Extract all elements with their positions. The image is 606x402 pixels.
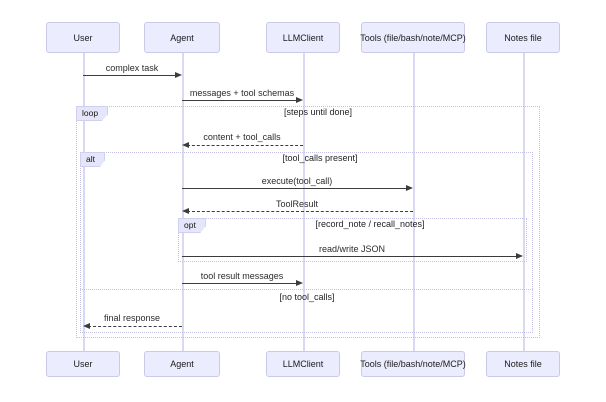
message-label-read-write-json: read/write JSON <box>318 244 386 254</box>
message-label-execute-tool-call: execute(tool_call) <box>261 176 333 186</box>
message-label-complex-task: complex task <box>105 63 159 73</box>
arrowhead <box>516 253 523 259</box>
fragment-loop: loop <box>76 106 540 338</box>
fragment-opt-condition: [record_note / recall_notes] <box>315 219 425 229</box>
participant-tools-top: Tools (file/bash/note/MCP) <box>360 22 466 53</box>
message-arrow <box>182 100 299 101</box>
message-arrow <box>182 188 409 189</box>
message-arrow <box>83 75 178 76</box>
message-arrow <box>187 211 413 212</box>
fragment-loop-label: loop <box>76 106 109 121</box>
fragment-alt-label: alt <box>80 152 105 167</box>
participant-agent-top: Agent <box>144 22 220 53</box>
participant-llmclient-top: LLMClient <box>266 22 340 53</box>
participant-notes-file-bottom: Notes file <box>486 351 560 377</box>
fragment-alt-else-condition: [no tool_calls] <box>279 292 335 302</box>
participant-agent-bottom: Agent <box>144 351 220 377</box>
participant-llmclient-bottom: LLMClient <box>266 351 340 377</box>
fragment-loop-condition: [steps until done] <box>283 107 353 117</box>
message-label-final-response: final response <box>103 313 161 323</box>
lifeline-agent <box>182 53 184 351</box>
lifeline-tools <box>413 53 415 351</box>
message-label-messages-tool-schemas: messages + tool schemas <box>189 88 295 98</box>
arrowhead <box>182 208 189 214</box>
fragment-alt-condition: [tool_calls present] <box>282 153 358 163</box>
message-label-tool-result-messages: tool result messages <box>200 271 284 281</box>
arrowhead <box>406 185 413 191</box>
lifeline-user <box>83 53 85 351</box>
message-label-toolresult: ToolResult <box>275 199 319 209</box>
participant-user-top: User <box>46 22 120 53</box>
fragment-opt-label: opt <box>178 218 206 233</box>
fragment-opt: opt <box>178 218 527 262</box>
arrowhead <box>182 142 189 148</box>
message-label-content-tool-calls: content + tool_calls <box>203 132 281 142</box>
lifeline-notes-file <box>523 53 525 351</box>
fragment-alt: alt <box>80 152 533 333</box>
participant-notes-file-top: Notes file <box>486 22 560 53</box>
fragment-alt-else-divider <box>80 289 533 290</box>
message-arrow <box>182 283 299 284</box>
participant-tools-bottom: Tools (file/bash/note/MCP) <box>360 351 466 377</box>
arrowhead <box>296 280 303 286</box>
arrowhead <box>83 323 90 329</box>
message-arrow <box>187 145 303 146</box>
message-arrow <box>88 326 182 327</box>
message-arrow <box>182 256 519 257</box>
lifeline-llmclient <box>303 53 305 351</box>
arrowhead <box>175 72 182 78</box>
participant-user-bottom: User <box>46 351 120 377</box>
arrowhead <box>296 97 303 103</box>
